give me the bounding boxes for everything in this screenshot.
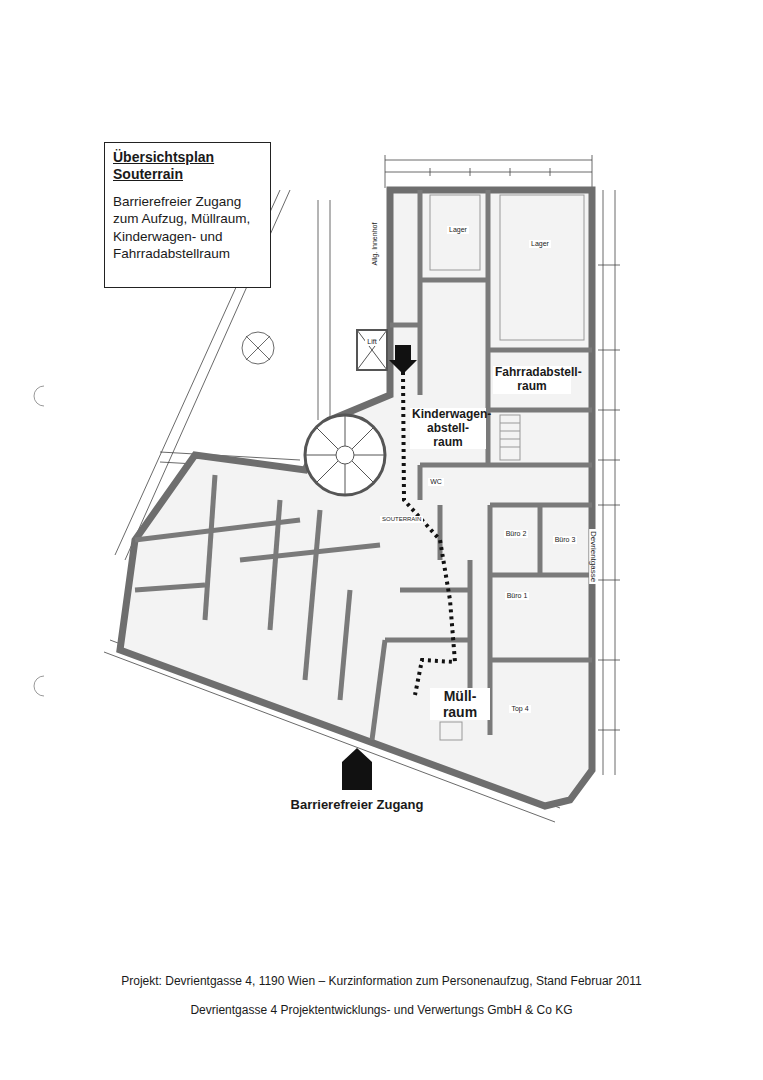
plan-description: Barrierefreier Zugang zum Aufzug, Müllra…	[113, 193, 262, 263]
room-label: Kinderwagen- abstell- raum	[410, 408, 486, 449]
room-label-small: Lager	[447, 226, 469, 234]
dimension-lines	[104, 155, 620, 822]
lift-arrow	[389, 345, 417, 374]
company-name: Devrientgasse 4 Projektentwicklungs- und…	[20, 1004, 743, 1018]
lift-cross	[357, 330, 387, 370]
room-label-small: Büro 2	[504, 530, 529, 538]
room-label: Fahrradabstell- raum	[493, 366, 571, 394]
footer-caption: Projekt: Devrientgasse 4, 1190 Wien – Ku…	[20, 975, 743, 989]
legend-box: Übersichtsplan SouterrainBarrierefreier …	[104, 142, 271, 288]
punch-hole	[34, 386, 44, 406]
entrance-label: Barrierefreier Zugang	[262, 798, 452, 813]
entrance-arrow	[342, 748, 372, 790]
plan-heading: Übersichtsplan Souterrain	[113, 149, 262, 183]
room-label-small: SOUTERRAIN	[380, 516, 423, 523]
lift-cross	[357, 330, 387, 370]
room-label-small: Top 4	[509, 705, 530, 713]
room-label-small: Lager	[529, 240, 551, 248]
lift-shaft	[357, 330, 387, 370]
punch-hole	[34, 676, 44, 696]
spiral-stair	[305, 415, 385, 495]
room-label: Müll- raum	[430, 688, 490, 720]
north-symbol	[242, 332, 274, 364]
room-label-small: Allg. Innenhof	[371, 221, 379, 268]
street-name: Devrientgasse	[588, 529, 597, 584]
room-label-small: WC	[428, 478, 444, 486]
storage-grid	[430, 195, 584, 740]
room-label-small: Büro 1	[505, 592, 530, 600]
room-label-small: Lift	[365, 338, 378, 346]
room-label-small: Büro 3	[553, 536, 578, 544]
